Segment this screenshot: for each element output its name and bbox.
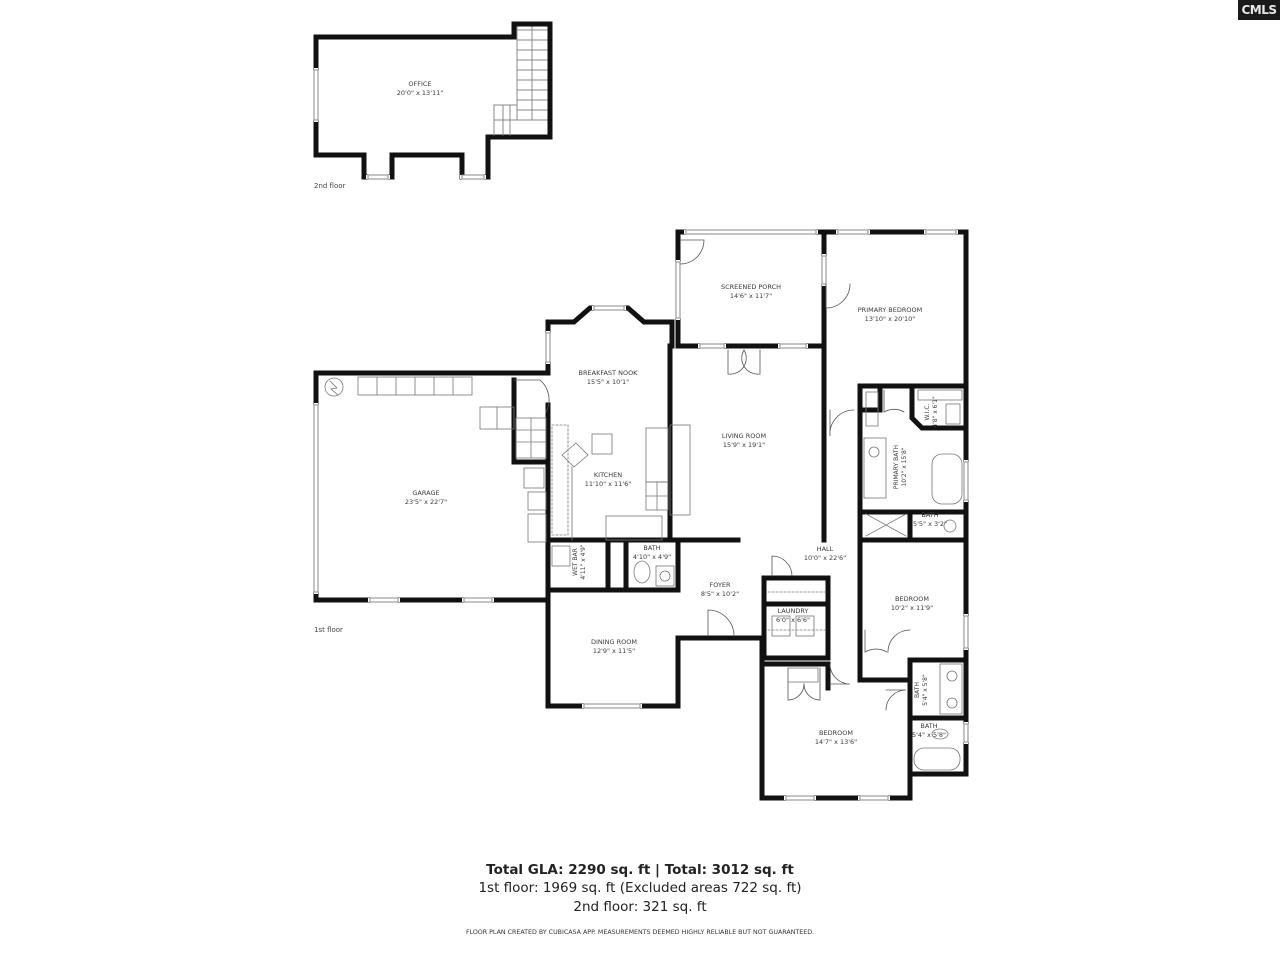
room-label-wic: W.I.C.4'8" x 6'1" [924, 396, 939, 428]
second-floor-area-line: 2nd floor: 321 sq. ft [573, 899, 707, 915]
floor-label-1st: 1st floor [314, 626, 343, 634]
cmls-logo: CMLS [1238, 0, 1280, 20]
office-walls [313, 21, 553, 180]
total-gla-line: Total GLA: 2290 sq. ft | Total: 3012 sq.… [486, 862, 794, 878]
first-floor-area-line: 1st floor: 1969 sq. ft (Excluded areas 7… [478, 880, 802, 896]
disclaimer-text: FLOOR PLAN CREATED BY CUBICASA APP. MEAS… [465, 929, 815, 936]
floor-label-2nd: 2nd floor [314, 182, 346, 190]
